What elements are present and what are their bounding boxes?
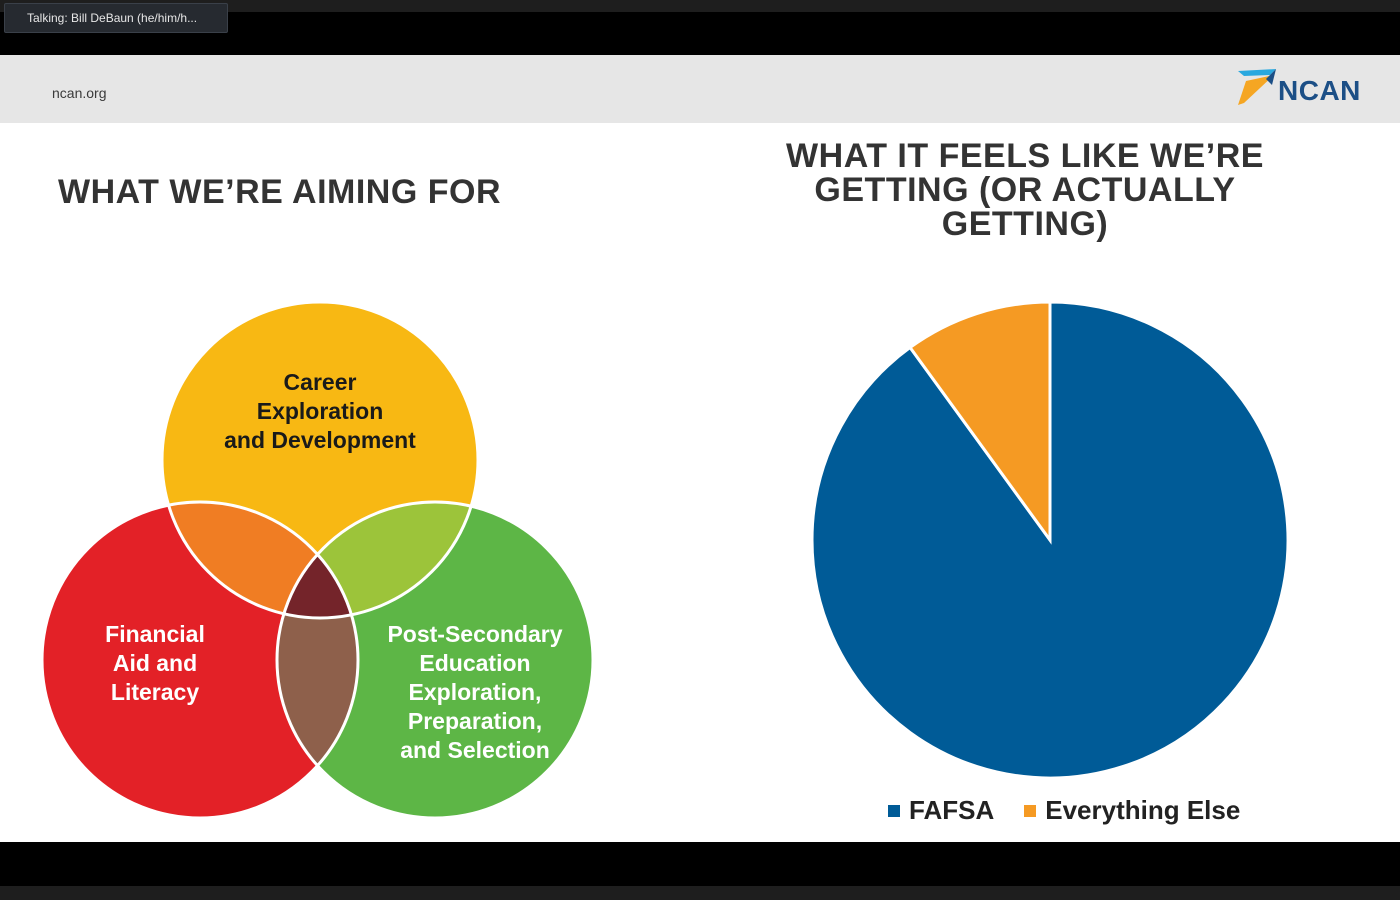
legend-item-fafsa: FAFSA bbox=[888, 795, 994, 826]
venn-label-line: and Development bbox=[224, 427, 416, 453]
right-title-line: GETTING) bbox=[941, 205, 1109, 243]
pie-slice-everything-else bbox=[908, 300, 1052, 545]
venn-label-line: Financial bbox=[105, 621, 205, 647]
legend-swatch-everything-else bbox=[1024, 804, 1037, 817]
venn-svg bbox=[40, 300, 595, 820]
venn-label-line: Exploration bbox=[256, 398, 384, 424]
left-title: WHAT WE’RE AIMING FOR bbox=[58, 173, 502, 211]
legend-item-everything-else: Everything Else bbox=[1024, 795, 1240, 826]
right-title-line: WHAT IT FEELS LIKE WE’RE bbox=[786, 137, 1264, 175]
shared-slide: ncan.org NCAN WHAT WE’RE AIMING FOR WHAT… bbox=[0, 55, 1400, 842]
venn-label-line: Post-Secondary bbox=[387, 621, 563, 647]
venn-diagram: Career Exploration and Development Finan… bbox=[40, 300, 600, 825]
chart-legend: FAFSA Everything Else bbox=[888, 795, 1240, 826]
legend-label: Everything Else bbox=[1045, 795, 1241, 825]
pie-svg bbox=[810, 300, 1290, 780]
slide-header: ncan.org NCAN bbox=[0, 55, 1400, 123]
right-title-line: GETTING (OR ACTUALLY bbox=[814, 171, 1236, 209]
logo-text: NCAN bbox=[1278, 75, 1361, 106]
pie-chart bbox=[805, 295, 1295, 790]
venn-overlap-career-postsecondary bbox=[277, 502, 478, 618]
venn-outline-financial bbox=[40, 500, 360, 820]
venn-label-line: Exploration, bbox=[408, 679, 542, 705]
venn-label-financial: Financial Aid and Literacy bbox=[80, 620, 230, 707]
right-title: WHAT IT FEELS LIKE WE’RE GETTING (OR ACT… bbox=[740, 139, 1310, 241]
venn-label-line: Aid and bbox=[112, 650, 198, 676]
bottom-strip bbox=[0, 886, 1400, 900]
venn-outline-career bbox=[160, 300, 480, 620]
venn-label-line: Career bbox=[283, 369, 357, 395]
venn-outline-postsecondary bbox=[275, 500, 595, 820]
ncan-logo: NCAN bbox=[1236, 67, 1361, 113]
ncan-logo-mark-icon bbox=[1238, 69, 1276, 105]
venn-label-line: Literacy bbox=[110, 679, 200, 705]
venn-label-line: Education bbox=[419, 650, 531, 676]
venn-overlap-career-financial bbox=[162, 502, 358, 618]
site-url: ncan.org bbox=[52, 85, 107, 101]
talking-indicator: Talking: Bill DeBaun (he/him/h... bbox=[4, 3, 228, 33]
venn-label-postsecondary: Post-Secondary Education Exploration, Pr… bbox=[370, 620, 580, 765]
legend-swatch-fafsa bbox=[888, 804, 900, 817]
legend-label: FAFSA bbox=[909, 795, 995, 825]
venn-label-line: Preparation, bbox=[407, 708, 543, 734]
venn-label-career: Career Exploration and Development bbox=[200, 368, 440, 455]
top-strip bbox=[0, 0, 1400, 12]
venn-label-line: and Selection bbox=[400, 737, 550, 763]
